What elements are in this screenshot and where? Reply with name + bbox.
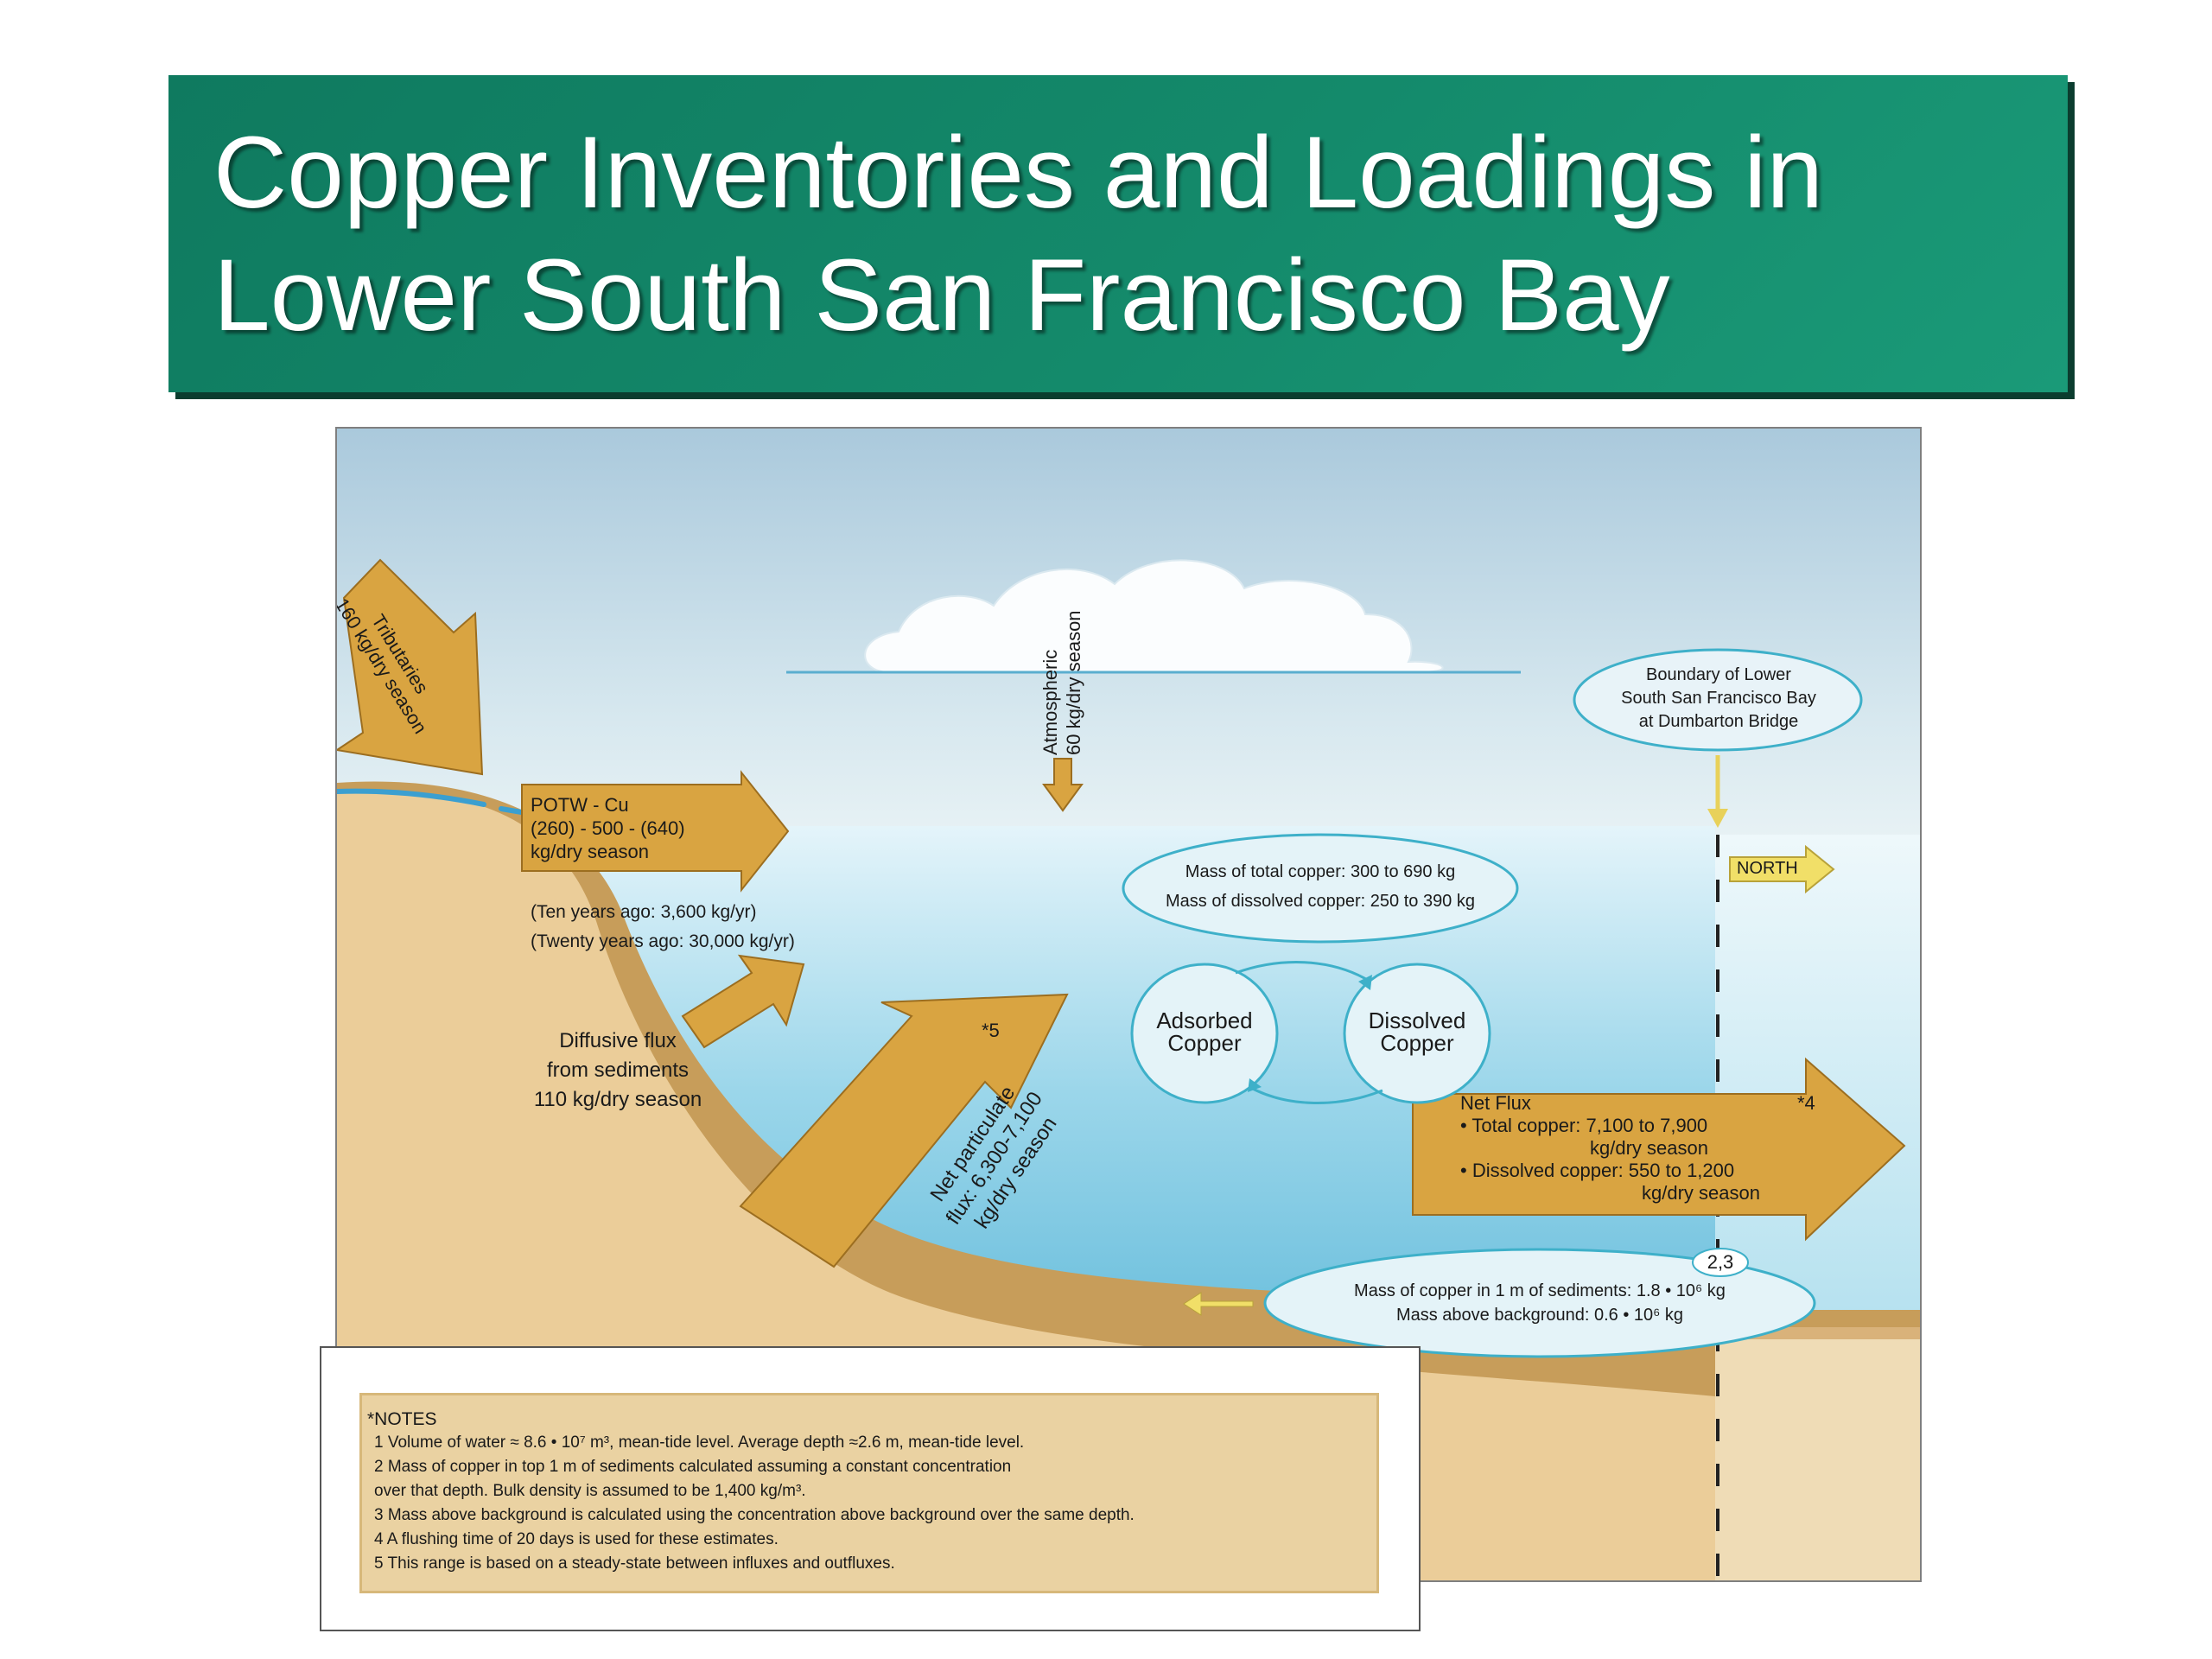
- dissolved-ellipse: [1343, 963, 1491, 1104]
- adsorption-cycle-bottom-head: [1248, 1078, 1262, 1092]
- note-item: 5 This range is based on a steady-state …: [374, 1554, 895, 1573]
- dissolved-copper-label: Dissolved Copper: [1368, 1007, 1466, 1056]
- title-line-2: Lower South San Francisco Bay: [213, 238, 1670, 353]
- note-marker-5: *5: [982, 1020, 1000, 1041]
- adsorption-cycle-top: [1235, 961, 1371, 983]
- cloud: [864, 559, 1444, 673]
- boundary-ellipse: [1573, 648, 1863, 752]
- note-item: 1 Volume of water ≈ 8.6 • 10⁷ m³, mean-t…: [374, 1433, 1025, 1452]
- atmospheric-arrow: [1042, 758, 1084, 812]
- note-item: 2 Mass of copper in top 1 m of sediments…: [374, 1458, 1012, 1476]
- boundary-label: Boundary of Lower South San Francisco Ba…: [1621, 665, 1816, 731]
- sediment-ellipse: [1263, 1248, 1816, 1358]
- atmospheric-label: Atmospheric 60 kg/dry season: [1039, 610, 1084, 755]
- mass-water-ellipse: [1122, 833, 1519, 944]
- net-flux-arrow: [1412, 1057, 1906, 1242]
- twenty-years-ago-label: (Twenty years ago: 30,000 kg/yr): [531, 931, 795, 951]
- title-banner: Copper Inventories and Loadings in Lower…: [168, 75, 2068, 392]
- net-flux-label: Net Flux • Total copper: 7,100 to 7,900 …: [1460, 1092, 1760, 1204]
- sediment-outflow-arrow: [1183, 1292, 1254, 1316]
- adsorption-cycle-top-head: [1358, 975, 1372, 990]
- adsorption-cycle-bottom: [1249, 1085, 1383, 1105]
- notes-title: *NOTES: [367, 1409, 437, 1429]
- notes-panel: *NOTES 1 Volume of water ≈ 8.6 • 10⁷ m³,…: [320, 1346, 1421, 1631]
- north-label: NORTH: [1737, 859, 1798, 878]
- diffusive-flux-arrow: [681, 954, 805, 1049]
- potw-label: POTW - Cu (260) - 500 - (640) kg/dry sea…: [531, 794, 685, 862]
- title-line-1: Copper Inventories and Loadings in: [213, 116, 1824, 230]
- ten-years-ago-label: (Ten years ago: 3,600 kg/yr): [531, 902, 757, 922]
- mass-water-label: Mass of total copper: 300 to 690 kg Mass…: [1166, 862, 1475, 911]
- net-particulate-arrow: [739, 993, 1069, 1268]
- notes-box: *NOTES 1 Volume of water ≈ 8.6 • 10⁷ m³,…: [359, 1393, 1379, 1593]
- note-item: 3 Mass above background is calculated us…: [374, 1506, 1135, 1524]
- north-sand: [1715, 1327, 1920, 1580]
- adsorbed-copper-label: Adsorbed Copper: [1156, 1007, 1253, 1056]
- diffusive-flux-label: Diffusive flux from sediments 110 kg/dry…: [533, 1029, 702, 1111]
- potw-arrow: [521, 770, 790, 893]
- tributaries-arrow: [337, 558, 484, 776]
- sediment-mass-label: Mass of copper in 1 m of sediments: 1.8 …: [1354, 1281, 1726, 1325]
- note-item: 4 A flushing time of 20 days is used for…: [374, 1530, 779, 1548]
- boundary-pointer-head: [1707, 809, 1728, 828]
- note-marker-23: 2,3: [1707, 1251, 1734, 1273]
- north-arrow: [1729, 844, 1835, 894]
- marker-23-ellipse: [1692, 1248, 1749, 1277]
- note-marker-4: *4: [1797, 1092, 1815, 1114]
- adsorbed-ellipse: [1130, 963, 1279, 1104]
- slide-title: Copper Inventories and Loadings in Lower…: [213, 111, 2028, 357]
- note-item: over that depth. Bulk density is assumed…: [374, 1482, 806, 1500]
